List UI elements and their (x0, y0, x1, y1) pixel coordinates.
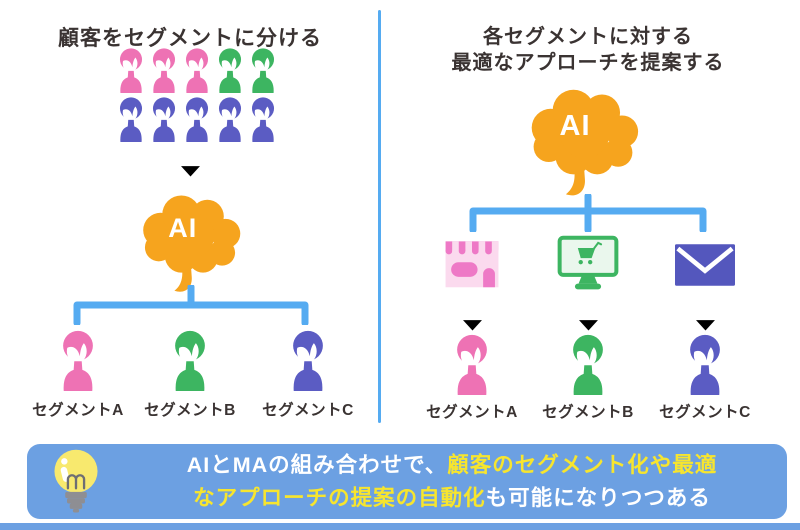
banner-text-highlight: なアプローチの提案の自動化 (193, 486, 486, 510)
person-icon (215, 96, 245, 142)
banner-text-white: も可能になりつつある (485, 486, 711, 510)
right-panel-title-line1: 各セグメントに対する (483, 25, 693, 48)
person-icon (248, 96, 278, 142)
ai-label: AI (168, 213, 198, 244)
ai-label: AI (559, 109, 591, 142)
person-icon (288, 329, 328, 391)
segment-b-label: セグメントB (144, 402, 236, 419)
banner-line-1: AIとMAの組み合わせで、顧客のセグメント化や最適 (187, 449, 718, 481)
panel-divider (378, 10, 381, 423)
branch-connector (73, 285, 309, 325)
segment-a-label: セグメントA (32, 402, 124, 419)
ec-site-icon (557, 235, 619, 290)
person-icon (149, 47, 179, 93)
banner-text-highlight: 顧客のセグメント化や最適 (447, 453, 718, 477)
store-icon (445, 241, 499, 288)
lightbulb-icon (54, 449, 98, 513)
ai-brain-icon: AI (138, 190, 242, 298)
person-icon (182, 47, 212, 93)
person-icon (452, 333, 492, 395)
down-arrow-icon (175, 149, 206, 185)
segment-c-label: セグメントC (262, 402, 354, 419)
left-panel-title: 顧客をセグメントに分ける (58, 27, 322, 51)
person-icon (149, 96, 179, 142)
person-icon (170, 329, 210, 391)
mail-icon (675, 244, 735, 286)
right-panel-title-line2: 最適なアプローチを提案する (451, 51, 725, 74)
person-icon (248, 47, 278, 93)
person-icon (568, 333, 608, 395)
banner-text: AIとMAの組み合わせで、顧客のセグメント化や最適 なアプローチの提案の自動化も… (125, 444, 779, 519)
person-icon (116, 96, 146, 142)
person-icon (215, 47, 245, 93)
person-icon (58, 329, 98, 391)
next-banner-edge (0, 523, 800, 530)
person-icon (685, 333, 725, 395)
customer-crowd (116, 47, 278, 142)
banner-text-white: AIとMAの組み合わせで、 (186, 453, 448, 477)
person-icon (182, 96, 212, 142)
ai-brain-icon: AI (526, 84, 640, 202)
segment-c-label: セグメントC (659, 404, 751, 421)
banner-line-2: なアプローチの提案の自動化も可能になりつつある (193, 482, 711, 514)
person-icon (116, 47, 146, 93)
summary-banner: AIとMAの組み合わせで、顧客のセグメント化や最適 なアプローチの提案の自動化も… (27, 444, 787, 519)
segment-a-label: セグメントA (426, 404, 518, 421)
segment-b-label: セグメントB (542, 404, 634, 421)
branch-connector (469, 194, 707, 232)
